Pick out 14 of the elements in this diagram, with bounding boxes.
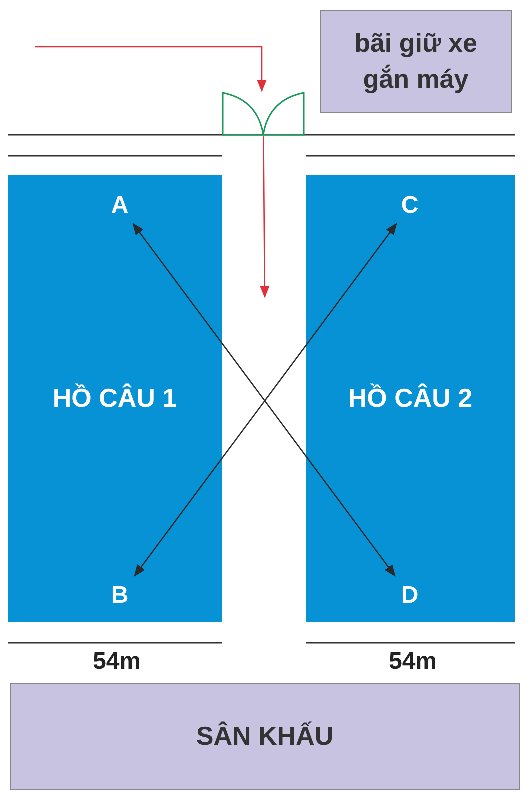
dimension-text: 54m (92, 648, 142, 676)
pond-area (306, 175, 515, 622)
arrow (260, 136, 270, 298)
pond-label: HỒ CÂU 2 (348, 382, 473, 415)
point-letter: B (100, 576, 140, 616)
dimension-text: 54m (388, 648, 438, 676)
stage-area-box: SÂN KHẤU (10, 683, 520, 790)
parking-area-box: bãi giữ xe gắn máy (320, 10, 512, 113)
point-letter: C (390, 188, 430, 224)
point-letter: D (390, 576, 430, 616)
arrow (35, 46, 267, 92)
pond-label: HỒ CÂU 1 (52, 382, 178, 415)
point-letter: A (100, 188, 140, 224)
pond-area (8, 175, 222, 622)
